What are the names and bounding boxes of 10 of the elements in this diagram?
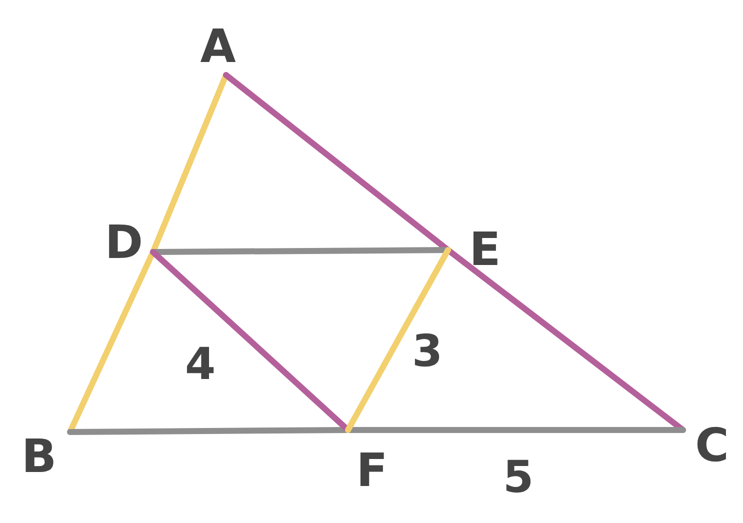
vertex-label: B [21,433,57,479]
length-label: 4 [185,343,216,387]
length-label: 5 [503,456,534,500]
vertex-label: F [356,447,388,493]
line-segment [345,247,451,433]
vertex-label: E [469,226,501,272]
vertex-label: D [104,219,144,265]
vertex-label: C [695,422,729,468]
length-label: 3 [412,330,443,374]
vertex-label: A [200,22,236,68]
